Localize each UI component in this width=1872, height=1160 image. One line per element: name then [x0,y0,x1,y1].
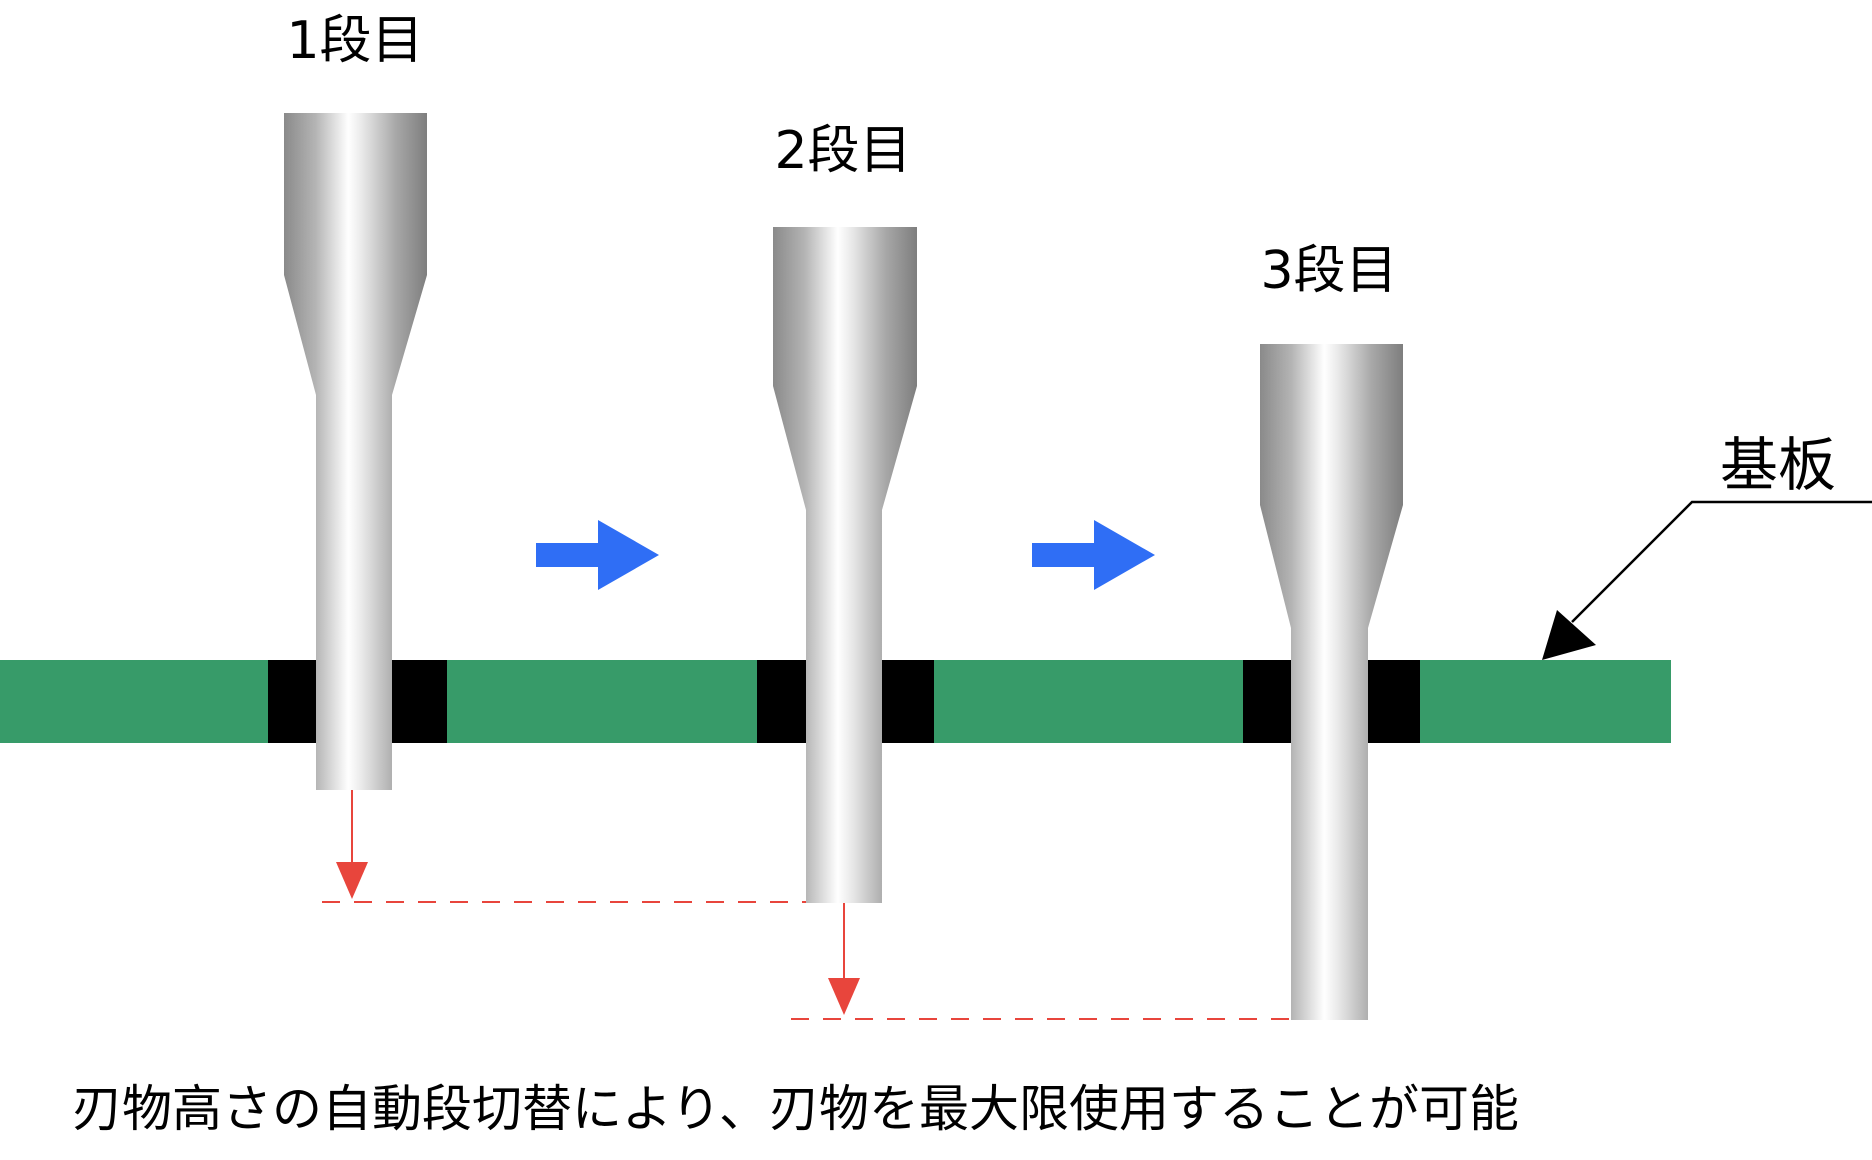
right-arrow-icon [536,520,659,590]
tool-stage-1 [284,113,427,790]
feed-marker-1 [322,790,806,903]
tool-stage-2 [773,227,917,903]
tool-2-body [773,227,917,903]
tool-1-body [284,113,427,790]
leader-arrowhead [1542,610,1596,660]
down-arrow-icon [336,862,368,899]
right-arrow-icon [1032,520,1155,590]
step-arrow-2 [1032,520,1155,590]
stage-3-label: 3段目 [1260,241,1397,301]
stage-1-label: 1段目 [286,11,423,71]
substrate-leader [1542,500,1872,660]
tool-3-body [1260,344,1403,1020]
step-arrow-1 [536,520,659,590]
feed-marker-2 [791,903,1291,1020]
leader-line [1571,500,1872,623]
stage-2-label: 2段目 [774,121,911,181]
substrate-label: 基板 [1720,431,1836,499]
tool-stage-3 [1260,344,1403,1020]
down-arrow-icon [828,978,860,1015]
caption: 刃物高さの自動段切替により、刃物を最大限使用することが可能 [72,1080,1519,1138]
